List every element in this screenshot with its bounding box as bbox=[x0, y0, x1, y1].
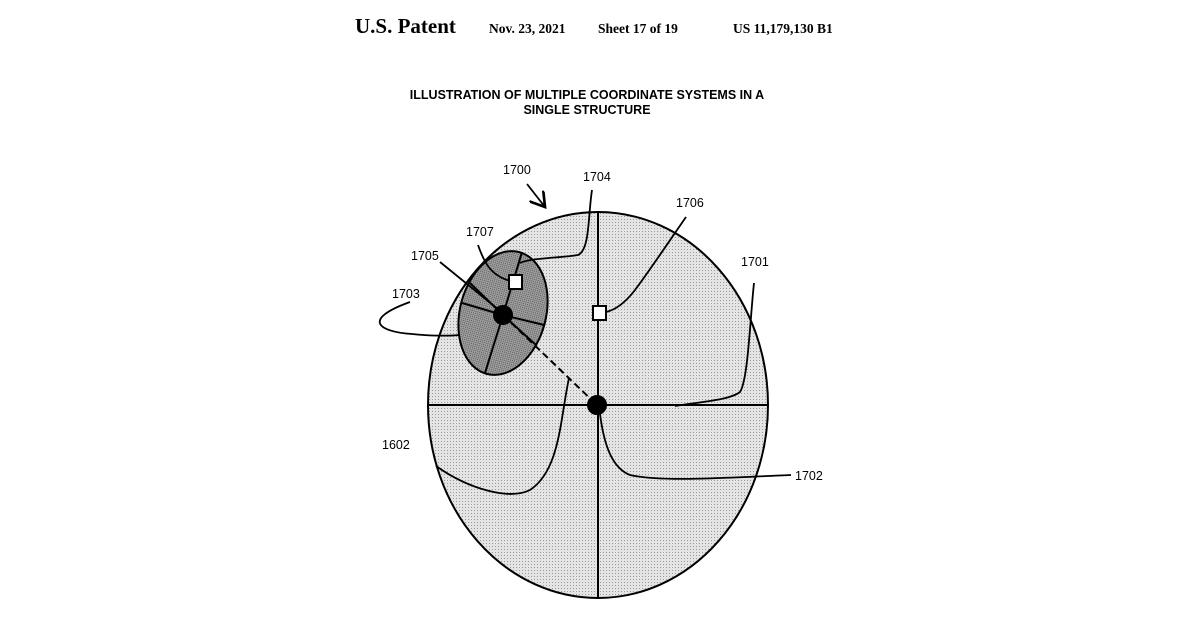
figure-title-line2: SINGLE STRUCTURE bbox=[523, 103, 651, 117]
label-1706: 1706 bbox=[676, 196, 704, 210]
leader-1702 bbox=[599, 413, 792, 480]
leader-1703 bbox=[378, 301, 461, 337]
leader-1706 bbox=[605, 216, 687, 313]
label-1702: 1702 bbox=[795, 469, 823, 483]
figure-title: ILLUSTRATION OF MULTIPLE COORDINATE SYST… bbox=[0, 88, 1174, 118]
label-1701: 1701 bbox=[741, 255, 769, 269]
sheet-number: Sheet 17 of 19 bbox=[598, 21, 678, 36]
leader-lines bbox=[378, 183, 792, 495]
label-1700: 1700 bbox=[503, 163, 531, 177]
leader-1701 bbox=[674, 282, 755, 407]
label-1707: 1707 bbox=[466, 225, 494, 239]
inner-point-marker bbox=[508, 274, 523, 290]
leader-1705 bbox=[439, 261, 500, 311]
outer-point-marker bbox=[592, 305, 607, 321]
leader-1704 bbox=[519, 189, 593, 264]
figure-title-line1: ILLUSTRATION OF MULTIPLE COORDINATE SYST… bbox=[409, 88, 765, 102]
label-1705: 1705 bbox=[411, 249, 439, 263]
patent-date: Nov. 23, 2021 bbox=[489, 21, 566, 36]
outer-origin bbox=[587, 395, 607, 415]
leader-1700-arrow bbox=[526, 183, 545, 207]
patent-number: US 11,179,130 B1 bbox=[733, 21, 833, 36]
leader-1707 bbox=[477, 244, 511, 282]
label-1704: 1704 bbox=[583, 170, 611, 184]
patent-header-label: U.S. Patent bbox=[355, 14, 456, 38]
leader-1602 bbox=[435, 377, 570, 495]
label-1602: 1602 bbox=[382, 438, 410, 452]
label-1703: 1703 bbox=[392, 287, 420, 301]
